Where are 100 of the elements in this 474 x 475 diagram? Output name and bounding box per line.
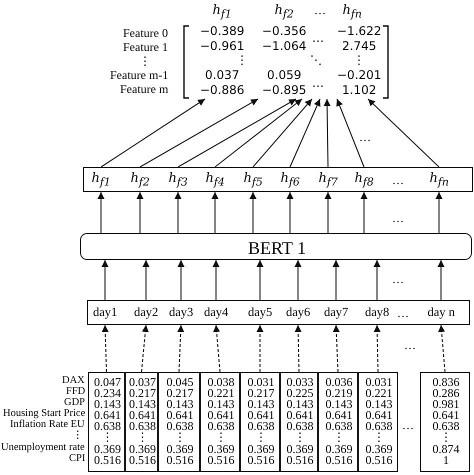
data-value: 0.638: [286, 420, 314, 432]
dashed-arrow: [256, 325, 264, 372]
data-value: ⋮: [440, 431, 452, 443]
column-header: h$_{f1}$: [212, 4, 232, 20]
arrow: [436, 192, 442, 233]
matrix-value: −0.961: [200, 40, 244, 52]
arrow: [212, 192, 218, 233]
data-column: [88, 372, 125, 472]
data-value: 0.225: [286, 387, 314, 399]
arrow: [102, 260, 108, 300]
data-value: 0.641: [326, 409, 352, 421]
arrow: [142, 260, 150, 300]
day-label: day4: [204, 306, 228, 318]
arrow: [174, 192, 182, 233]
matrix-value: 0.037: [205, 69, 240, 81]
data-value: 0.638: [129, 420, 156, 432]
data-value: 0.638: [432, 420, 460, 432]
ellipsis: ⋮: [139, 55, 151, 67]
day-label: day8: [365, 306, 390, 318]
matrix-value: …: [312, 32, 324, 44]
data-column: [200, 372, 240, 472]
hidden-state-label: h$_{f7}$: [318, 172, 338, 188]
matrix-value: ⋮: [353, 54, 365, 66]
ellipsis: …: [392, 212, 404, 224]
arrow: [250, 192, 256, 233]
matrix: [183, 25, 389, 99]
ellipsis: …: [402, 419, 414, 431]
matrix-value: 2.745: [342, 40, 376, 52]
data-value: 0.369: [208, 443, 234, 455]
data-value: 0.638: [366, 420, 392, 432]
hidden-state-bar: [83, 167, 473, 192]
data-column: [420, 372, 470, 472]
data-value: 0.143: [166, 398, 194, 410]
data-value: 0.217: [248, 387, 274, 399]
arrow: [290, 98, 320, 168]
data-value: 0.038: [208, 376, 234, 388]
data-value: 0.143: [248, 398, 274, 410]
data-value: ⋮: [333, 431, 345, 443]
day-label: day n: [428, 306, 455, 318]
arrow: [252, 98, 312, 168]
data-value: 0.516: [248, 454, 274, 466]
dashed-arrow: [374, 324, 381, 372]
dashed-arrow: [177, 324, 184, 372]
data-value: ⋮: [255, 431, 267, 443]
arrow: [374, 260, 380, 300]
row-label: Feature m: [120, 83, 168, 95]
hidden-state-label: h$_{f4}$: [206, 172, 225, 188]
arrow: [100, 98, 206, 168]
arrow: [214, 98, 302, 168]
data-value: 0.638: [208, 420, 234, 432]
data-value: 0.369: [326, 443, 352, 455]
data-value: 0.036: [326, 376, 352, 388]
data-column: [280, 372, 318, 472]
arrow: [178, 98, 296, 168]
ellipsis: …: [392, 174, 404, 186]
day-label: day3: [169, 306, 194, 318]
data-value: 0.143: [129, 398, 156, 410]
data-value: 0.143: [208, 398, 234, 410]
matrix-value: …: [312, 77, 324, 89]
hidden-state-label: h$_{f5}$: [244, 172, 263, 188]
data-column: [358, 372, 398, 472]
matrix-value: −0.356: [262, 25, 306, 37]
data-value: 0.641: [166, 409, 194, 421]
data-value: 0.217: [129, 387, 156, 399]
data-value: 0.638: [166, 420, 194, 432]
ellipsis: ⋮: [72, 430, 84, 441]
arrow: [140, 98, 258, 168]
row-label: Feature 0: [123, 27, 168, 39]
model-name: BERT 1: [248, 238, 306, 256]
day-label: day5: [248, 306, 272, 318]
data-value: 0.221: [208, 387, 234, 399]
data-value: 0.641: [432, 409, 460, 421]
data-value: 0.874: [432, 443, 460, 455]
data-value: 0.234: [94, 387, 121, 399]
data-column: [158, 372, 200, 472]
data-value: 0.516: [286, 454, 314, 466]
arrow: [256, 260, 264, 300]
hidden-state-label: h$_{f8}$: [354, 172, 374, 188]
matrix-value: ⋮: [236, 54, 248, 66]
dashed-arrow: [213, 324, 221, 372]
data-value: 0.369: [94, 443, 121, 455]
data-value: 0.047: [94, 376, 121, 388]
data-value: 0.369: [366, 443, 392, 455]
data-value: 0.286: [432, 387, 460, 399]
data-value: 0.516: [208, 454, 234, 466]
hidden-state-label: h$_{f1}$: [92, 172, 111, 188]
arrow: [368, 98, 440, 168]
data-value: 0.369: [286, 443, 314, 455]
data-value: 0.369: [129, 443, 156, 455]
arrow: [336, 98, 365, 168]
ellipsis: …: [397, 306, 409, 318]
data-value: ⋮: [102, 431, 114, 443]
ellipsis: …: [314, 4, 326, 16]
row-label: Feature 1: [123, 41, 168, 53]
ellipsis: …: [404, 339, 416, 351]
row-label: Feature m-1: [110, 69, 168, 81]
arrow: [324, 192, 332, 233]
matrix-value: ⋱: [310, 54, 322, 66]
data-value: 0.031: [366, 376, 392, 388]
data-value: ⋮: [174, 431, 186, 443]
